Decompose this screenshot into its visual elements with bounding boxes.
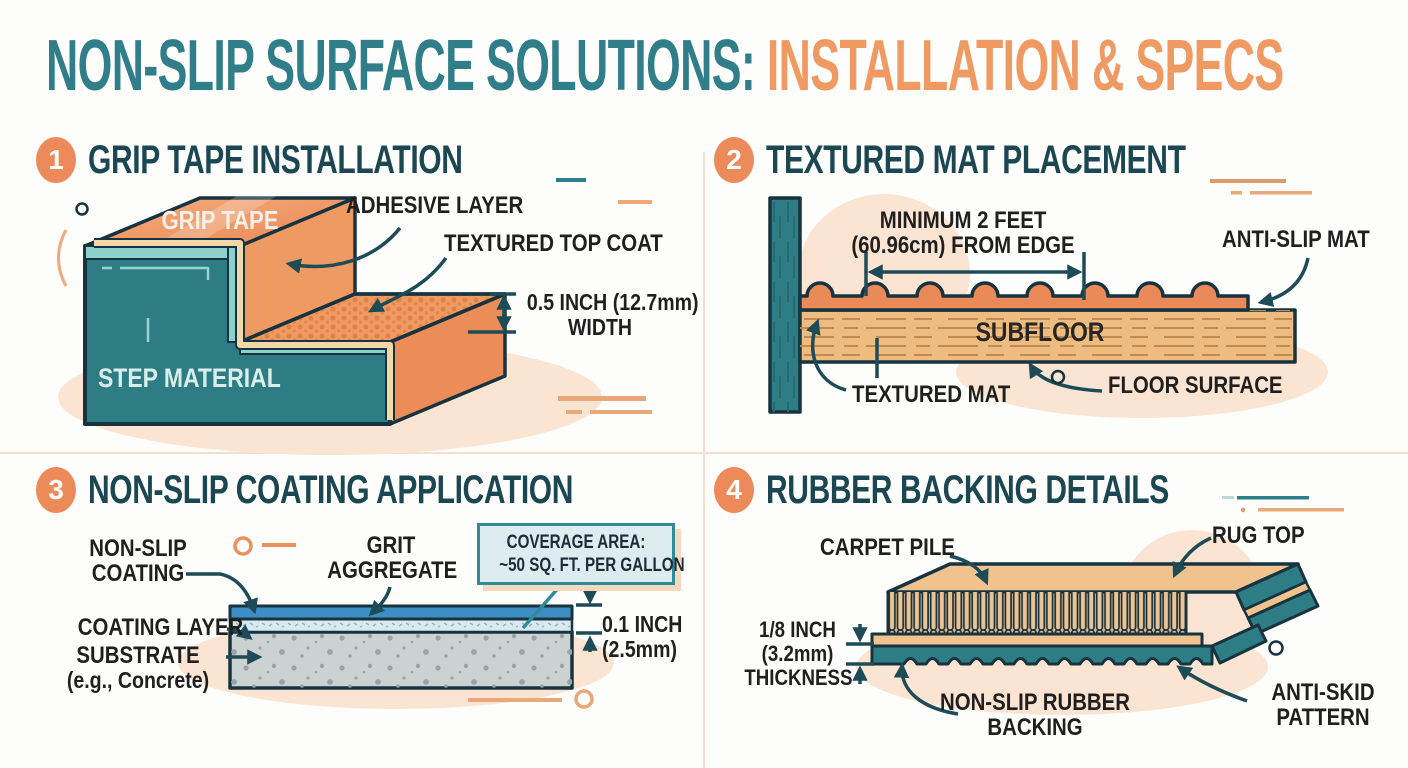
- coating-layer-arrow: [226, 624, 253, 640]
- decor-circle-orange: [233, 536, 253, 556]
- width-dim-line2: WIDTH: [567, 314, 633, 340]
- backing-thickness-label: 1/8 INCH (3.2mm) THICKNESS: [744, 617, 853, 690]
- subfloor-label: SUBFLOOR: [975, 317, 1105, 347]
- carpet-pile-label: CARPET PILE: [820, 534, 955, 561]
- coating-thickness-line2: (2.5mm): [602, 636, 677, 662]
- anti-skid-arrow: [1176, 665, 1248, 703]
- panel-dividers: [0, 152, 1408, 768]
- coverage-line2: ~50 SQ. FT. PER GALLON: [499, 555, 685, 576]
- thickness-dim-ticks: [576, 603, 602, 635]
- non-slip-coating-arrow: [186, 572, 258, 615]
- section-3-badge: 3: [36, 467, 76, 513]
- rug-top-arrow: [1172, 536, 1212, 579]
- width-dim-ticks: [468, 292, 516, 334]
- decor-circle-orange2: [574, 689, 594, 709]
- grip-tape-label: GRIP TAPE: [161, 205, 279, 235]
- section-4-badge: 4: [714, 467, 754, 513]
- grip-tape-step-diagram: [57, 178, 652, 455]
- carpet-pile-arrow: [949, 554, 989, 586]
- textured-mat-label: TEXTURED MAT: [852, 381, 1011, 408]
- substrate-label: SUBSTRATE (e.g., Concrete): [55, 643, 222, 693]
- adhesive-layer-arrow: [285, 226, 402, 274]
- section-1-heading: GRIP TAPE INSTALLATION: [88, 138, 463, 182]
- callout-arrows: [285, 226, 516, 334]
- section-4-number: 4: [726, 474, 742, 505]
- width-dim-line1: 0.5 INCH (12.7mm): [526, 289, 699, 315]
- coating-top-layer: [228, 604, 574, 621]
- anti-skid-label: ANTI-SKID PATTERN: [1254, 680, 1392, 730]
- backing-thickness-line1: 1/8 INCH: [759, 617, 836, 642]
- distance-line1: MINIMUM 2 FEET: [879, 207, 1047, 234]
- decor-arc: [57, 229, 68, 287]
- anti-slip-mat-label: ANTI-SLIP MAT: [1222, 226, 1370, 253]
- textured-top-coat-arrow: [367, 256, 448, 313]
- coverage-line1: COVERAGE AREA:: [506, 532, 646, 553]
- non-slip-line2: COATING: [91, 560, 185, 587]
- adhesive-layer-label: ADHESIVE LAYER: [346, 192, 524, 219]
- coverage-leader: [521, 584, 562, 630]
- distance-dimension-label: MINIMUM 2 FEET (60.96cm) FROM EDGE: [833, 208, 1093, 258]
- grit-line1: GRIT: [366, 532, 416, 559]
- decor-circle: [75, 202, 89, 216]
- coating-thickness-line1: 0.1 INCH: [602, 611, 683, 637]
- floor-surface-label: FLOOR SURFACE: [1108, 372, 1283, 399]
- rubber-backing-label: NON-SLIP RUBBER BACKING: [936, 690, 1135, 740]
- textured-mat-arrow: [805, 318, 847, 392]
- section-1-number: 1: [48, 144, 64, 175]
- rubber-backing-line1: NON-SLIP RUBBER: [939, 689, 1131, 716]
- rug-top-face: [886, 562, 1300, 594]
- decor-circle: [1050, 369, 1066, 385]
- coating-thickness-label: 0.1 INCH (2.5mm): [602, 612, 682, 662]
- section-2-heading: TEXTURED MAT PLACEMENT: [766, 138, 1186, 182]
- anti-slip-mat-arrow: [1257, 257, 1310, 307]
- substrate-line2: (e.g., Concrete): [66, 667, 210, 693]
- backing-thickness-line3: THICKNESS: [744, 665, 853, 690]
- section-3-heading: NON-SLIP COATING APPLICATION: [88, 468, 574, 512]
- section-3-number: 3: [48, 474, 64, 505]
- step-material-label: STEP MATERIAL: [98, 363, 281, 393]
- rubber-backing-line2: BACKING: [987, 714, 1083, 741]
- section-4-heading: RUBBER BACKING DETAILS: [766, 468, 1169, 512]
- rubber-backing-slab: [870, 644, 1214, 666]
- grit-aggregate-label: GRIT AGGREGATE: [327, 532, 458, 584]
- coating-layers-diagram: [178, 536, 614, 709]
- distance-line2: (60.96cm) FROM EDGE: [851, 232, 1075, 259]
- section-1-badge: 1: [36, 137, 76, 183]
- page-title: NON-SLIP SURFACE SOLUTIONS: INSTALLATION…: [46, 28, 1284, 104]
- thickness4-dim-ticks: [846, 642, 874, 666]
- title-teal: NON-SLIP SURFACE SOLUTIONS:: [46, 26, 767, 106]
- grit-aggregate-arrow: [368, 586, 392, 617]
- title-orange: INSTALLATION & SPECS: [766, 26, 1284, 106]
- rug-top-label: RUG TOP: [1212, 522, 1305, 549]
- coating-layer-label: COATING LAYER: [77, 614, 244, 641]
- textured-top-coat-label: TEXTURED TOP COAT: [444, 230, 663, 257]
- anti-skid-line2: PATTERN: [1276, 704, 1370, 731]
- width-dimension-label: 0.5 INCH (12.7mm) WIDTH: [526, 289, 699, 340]
- textured-mat-diagram: [768, 179, 1328, 418]
- backing-thickness-line2: (3.2mm): [761, 641, 834, 666]
- section-2-badge: 2: [714, 137, 754, 183]
- rubber-backing-diagram: [846, 496, 1344, 716]
- substrate-line1: SUBSTRATE: [76, 642, 200, 669]
- anti-skid-line1: ANTI-SKID: [1271, 679, 1375, 706]
- distance-dim-ticks: [864, 252, 1086, 300]
- coverage-area-callout-box: COVERAGE AREA: ~50 SQ. FT. PER GALLON: [477, 523, 685, 585]
- rug-base-strip: [870, 632, 1204, 648]
- rubber-backing-arrow: [893, 662, 959, 716]
- grit-line2: AGGREGATE: [327, 557, 458, 584]
- non-slip-line1: NON-SLIP: [89, 535, 187, 562]
- decor-circle: [1268, 640, 1284, 656]
- non-slip-coating-label: NON-SLIP COATING: [70, 536, 206, 586]
- section-2-number: 2: [726, 144, 742, 175]
